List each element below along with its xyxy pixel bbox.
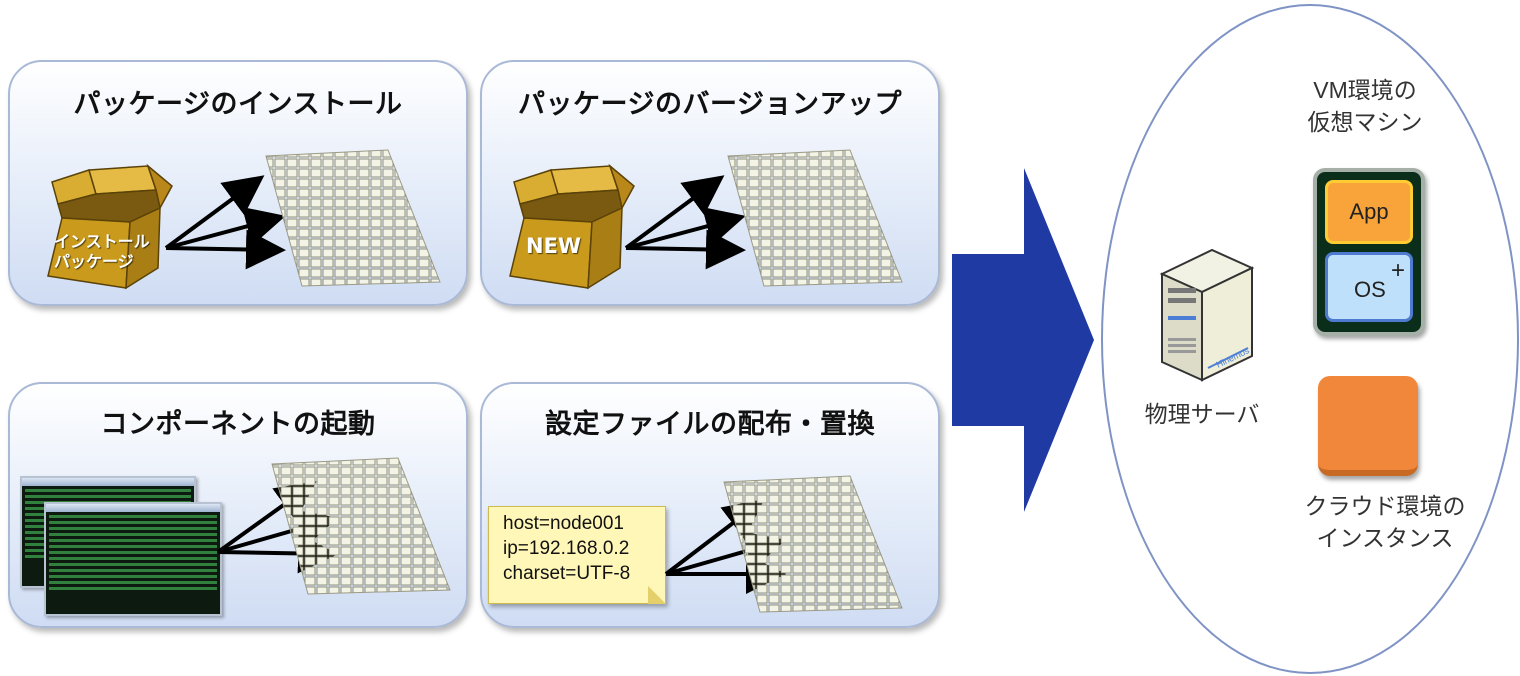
panel-title: パッケージのインストール xyxy=(73,89,403,120)
cloud-instance-icon xyxy=(1318,376,1418,476)
terminal-window-icon xyxy=(44,502,222,616)
install-box-label-line2: パッケージ xyxy=(54,252,134,271)
cloud-label: クラウド環境の インスタンス xyxy=(1304,493,1466,551)
sticky-note-icon: host=node001 ip=192.168.0.2 charset=UTF-… xyxy=(488,506,666,604)
panel-title: コンポーネントの起動 xyxy=(100,409,376,440)
node-grid-icon xyxy=(727,149,903,287)
install-box-label-line1: インストール xyxy=(54,232,150,251)
note-line-host: host=node001 xyxy=(503,513,624,534)
note-line-charset: charset=UTF-8 xyxy=(503,563,631,584)
arrows-icon xyxy=(164,175,286,270)
panel-title: パッケージのバージョンアップ xyxy=(518,89,902,120)
vm-icon: App OS + xyxy=(1313,168,1425,336)
vm-label: VM環境の 仮想マシン xyxy=(1307,77,1423,135)
server-icon: Hinemos xyxy=(1159,248,1255,382)
os-block: OS + xyxy=(1325,252,1413,322)
note-line-ip: ip=192.168.0.2 xyxy=(503,538,630,559)
app-block: App xyxy=(1325,180,1413,244)
arrows-icon xyxy=(624,175,746,270)
big-right-arrow-icon xyxy=(952,168,1094,512)
panel-title: 設定ファイルの配布・置換 xyxy=(545,409,875,440)
new-box-label: NEW xyxy=(526,234,582,258)
node-grid-icon xyxy=(271,457,451,595)
node-grid-icon xyxy=(265,149,441,287)
cardboard-box-icon xyxy=(509,163,635,290)
server-label: 物理サーバ xyxy=(1144,401,1260,427)
cardboard-box-icon xyxy=(47,163,173,290)
node-grid-icon xyxy=(723,475,903,613)
